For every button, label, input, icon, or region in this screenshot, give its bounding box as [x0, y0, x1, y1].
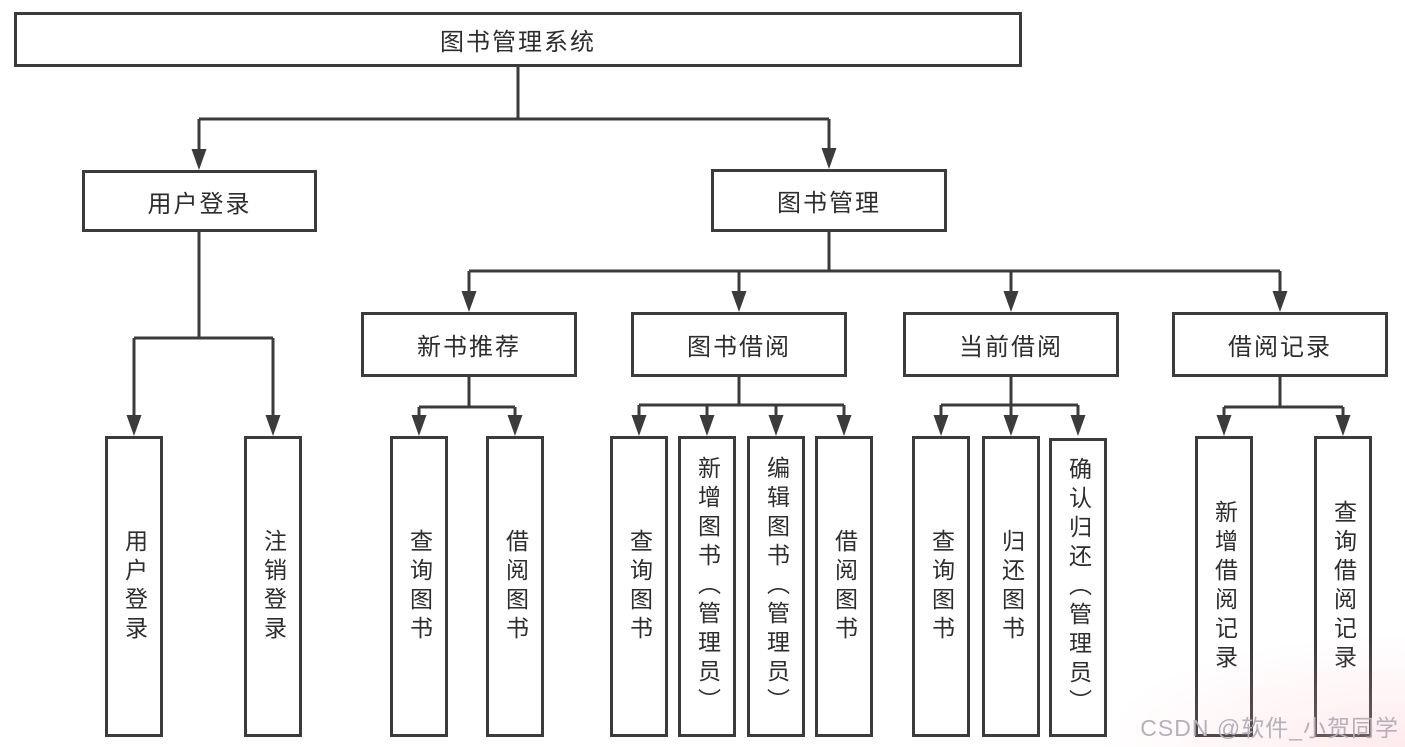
leaf-current-query-books: 查询图书 — [912, 436, 970, 737]
arrow-down-icon — [1272, 291, 1288, 312]
arrow-down-icon — [1003, 415, 1019, 436]
node-borrow-records: 借阅记录 — [1172, 312, 1388, 377]
node-label: 用户登录 — [121, 528, 148, 645]
node-label: 新书推荐 — [417, 334, 521, 361]
leaf-user-login: 用户登录 — [105, 436, 163, 737]
connector-recommend-to-leaves — [411, 377, 523, 436]
connector-root-to-level2 — [191, 67, 837, 170]
node-root-system: 图书管理系统 — [14, 12, 1022, 67]
node-label: 查询图书 — [928, 528, 955, 645]
node-label: 新增图书（管理员） — [694, 456, 721, 717]
node-label: 查询图书 — [406, 528, 433, 645]
node-label: 图书管理系统 — [440, 29, 596, 56]
leaf-recommend-borrow-books: 借阅图书 — [486, 436, 544, 737]
connector-records-to-leaves — [1216, 377, 1351, 436]
node-label: 查询图书 — [626, 528, 653, 645]
leaf-records-query-record: 查询借阅记录 — [1314, 436, 1372, 737]
leaf-borrow-query-books: 查询图书 — [610, 436, 668, 737]
arrow-down-icon — [126, 415, 142, 436]
arrow-down-icon — [731, 291, 747, 312]
node-label: 借阅记录 — [1228, 334, 1332, 361]
arrow-down-icon — [1070, 415, 1086, 436]
node-user-login: 用户登录 — [82, 170, 317, 232]
node-label: 用户登录 — [147, 190, 252, 218]
node-label: 借阅图书 — [831, 528, 858, 645]
connector-bookmgmt-to-level3 — [461, 232, 1288, 312]
arrow-down-icon — [265, 415, 281, 436]
leaf-borrow-add-books-admin: 新增图书（管理员） — [678, 436, 736, 737]
arrow-down-icon — [1335, 415, 1351, 436]
arrow-down-icon — [631, 415, 647, 436]
node-label: 图书借阅 — [687, 334, 791, 361]
connector-borrow-to-leaves — [631, 377, 852, 436]
node-label: 借阅图书 — [502, 528, 529, 645]
arrow-down-icon — [1216, 415, 1232, 436]
leaf-current-confirm-return-admin: 确认归还（管理员） — [1049, 438, 1107, 737]
arrow-down-icon — [1003, 291, 1019, 312]
node-book-borrow: 图书借阅 — [631, 312, 847, 377]
leaf-recommend-query-books: 查询图书 — [390, 436, 448, 737]
leaf-current-return-books: 归还图书 — [982, 436, 1040, 737]
leaf-records-add-record: 新增借阅记录 — [1195, 436, 1253, 737]
node-book-management: 图书管理 — [711, 169, 947, 232]
node-label: 当前借阅 — [959, 334, 1063, 361]
arrow-down-icon — [933, 415, 949, 436]
leaf-borrow-edit-books-admin: 编辑图书（管理员） — [747, 436, 805, 737]
connector-userlogin-to-leaves — [126, 232, 281, 436]
node-label: 图书管理 — [777, 190, 881, 217]
arrow-down-icon — [461, 291, 477, 312]
node-label: 确认归还（管理员） — [1065, 457, 1092, 718]
node-label: 归还图书 — [998, 528, 1025, 645]
arrow-down-icon — [411, 415, 427, 436]
node-label: 注销登录 — [260, 528, 287, 645]
node-new-book-recommend: 新书推荐 — [361, 312, 577, 377]
arrow-down-icon — [507, 415, 523, 436]
leaf-borrow-borrow-books: 借阅图书 — [815, 436, 873, 737]
node-label: 查询借阅记录 — [1330, 499, 1357, 674]
arrow-down-icon — [821, 148, 837, 169]
connector-current-to-leaves — [933, 377, 1086, 436]
node-current-borrow: 当前借阅 — [903, 312, 1119, 377]
arrow-down-icon — [191, 149, 207, 170]
node-label: 编辑图书（管理员） — [763, 456, 790, 717]
leaf-logout: 注销登录 — [244, 436, 302, 737]
arrow-down-icon — [699, 415, 715, 436]
watermark-text: CSDN @软件_小贺同学 — [1140, 715, 1399, 741]
node-label: 新增借阅记录 — [1211, 499, 1238, 674]
arrow-down-icon — [768, 415, 784, 436]
arrow-down-icon — [836, 415, 852, 436]
